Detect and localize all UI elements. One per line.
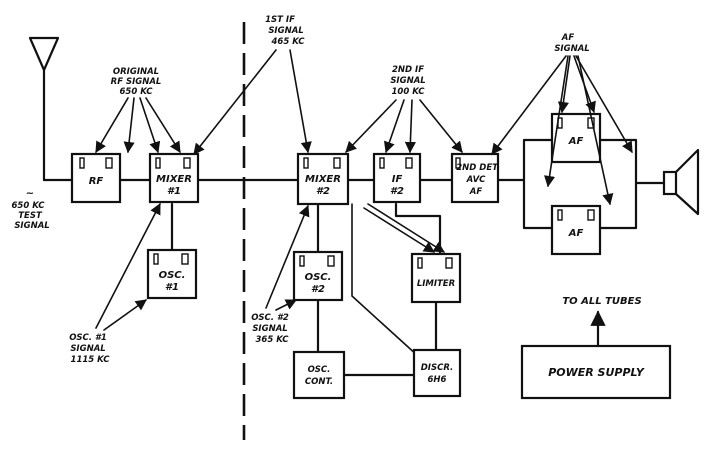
det-label-3: AF — [469, 187, 483, 197]
svg-text:~: ~ — [26, 188, 34, 199]
if2-signal-annotation: 2ND IF SIGNAL 100 KC — [345, 65, 463, 253]
osc1-signal-annotation: OSC. #1 SIGNAL 1115 KC — [69, 203, 161, 365]
mixer1-label-2: #1 — [167, 186, 181, 197]
speaker-icon — [662, 148, 700, 216]
af-top-label: AF — [568, 136, 584, 147]
osc1-label-2: #1 — [165, 282, 179, 293]
svg-text:1115 KC: 1115 KC — [71, 355, 111, 365]
svg-text:650 KC: 650 KC — [12, 201, 46, 211]
svg-text:SIGNAL: SIGNAL — [268, 26, 303, 36]
af-branch-lines — [522, 138, 666, 230]
osc1-label-1: OSC. — [159, 270, 186, 281]
osc1-block: OSC. #1 — [146, 248, 198, 300]
osc2-label-2: #2 — [311, 284, 325, 295]
osc-cont-block: OSC. CONT. — [292, 350, 346, 400]
if2-label-1: IF — [392, 174, 403, 185]
rf-block: RF — [70, 152, 122, 204]
discr-label-2: 6H6 — [428, 375, 447, 385]
mixer2-label-2: #2 — [316, 186, 330, 197]
power-supply-block: POWER SUPPLY — [520, 344, 672, 400]
svg-text:100 KC: 100 KC — [392, 87, 426, 97]
svg-text:650 KC: 650 KC — [120, 87, 154, 97]
svg-text:SIGNAL: SIGNAL — [14, 221, 49, 231]
original-rf-annotation: ORIGINAL RF SIGNAL 650 KC — [95, 67, 181, 154]
rf-label: RF — [89, 176, 104, 187]
antenna-icon — [28, 36, 74, 182]
det-label-2: AVC — [466, 175, 487, 185]
mixer1-label-1: MIXER — [156, 174, 192, 185]
svg-text:SIGNAL: SIGNAL — [70, 344, 105, 354]
osc-cont-label-2: CONT. — [305, 377, 333, 387]
svg-text:AF: AF — [561, 33, 575, 43]
osc-cont-label-1: OSC. — [308, 365, 331, 375]
mixer1-block: MIXER #1 — [148, 152, 200, 204]
limiter-block: LIMITER — [410, 252, 462, 304]
osc2-label-1: OSC. — [305, 272, 332, 283]
if2-label-2: #2 — [390, 186, 404, 197]
svg-text:ORIGINAL: ORIGINAL — [113, 67, 159, 77]
discr-label-1: DISCR. — [421, 363, 454, 373]
mixer2-label-1: MIXER — [305, 174, 341, 185]
af-signal-annotation: AF SIGNAL — [491, 33, 633, 206]
af-bottom-block: AF — [550, 204, 602, 256]
svg-text:2ND IF: 2ND IF — [392, 65, 424, 75]
to-all-tubes-label: TO ALL TUBES — [562, 296, 641, 307]
osc2-signal-annotation: OSC. #2 SIGNAL 365 KC — [251, 204, 310, 345]
svg-text:SIGNAL: SIGNAL — [554, 44, 589, 54]
discriminator-block: DISCR. 6H6 — [412, 348, 462, 398]
limiter-label: LIMITER — [417, 279, 455, 289]
test-signal-annotation: ~ 650 KC TEST SIGNAL — [12, 188, 50, 231]
det-label-1: 2ND DET. — [456, 163, 500, 173]
svg-text:TEST: TEST — [18, 211, 43, 221]
svg-text:SIGNAL: SIGNAL — [252, 324, 287, 334]
power-supply-label: POWER SUPPLY — [548, 366, 645, 379]
svg-text:OSC. #1: OSC. #1 — [69, 333, 107, 343]
af-bottom-label: AF — [568, 228, 584, 239]
svg-text:1ST IF: 1ST IF — [265, 15, 295, 25]
detector-block: 2ND DET. AVC AF — [450, 152, 500, 204]
svg-text:RF SIGNAL: RF SIGNAL — [111, 77, 162, 87]
svg-text:465 KC: 465 KC — [271, 37, 306, 47]
svg-text:365 KC: 365 KC — [256, 335, 290, 345]
svg-text:OSC. #2: OSC. #2 — [251, 313, 289, 323]
svg-text:SIGNAL: SIGNAL — [390, 76, 425, 86]
if2-block: IF #2 — [372, 152, 422, 204]
mixer2-block: MIXER #2 — [296, 152, 350, 206]
if1-signal-annotation: 1ST IF SIGNAL 465 KC — [193, 15, 312, 155]
osc2-block: OSC. #2 — [292, 250, 344, 302]
